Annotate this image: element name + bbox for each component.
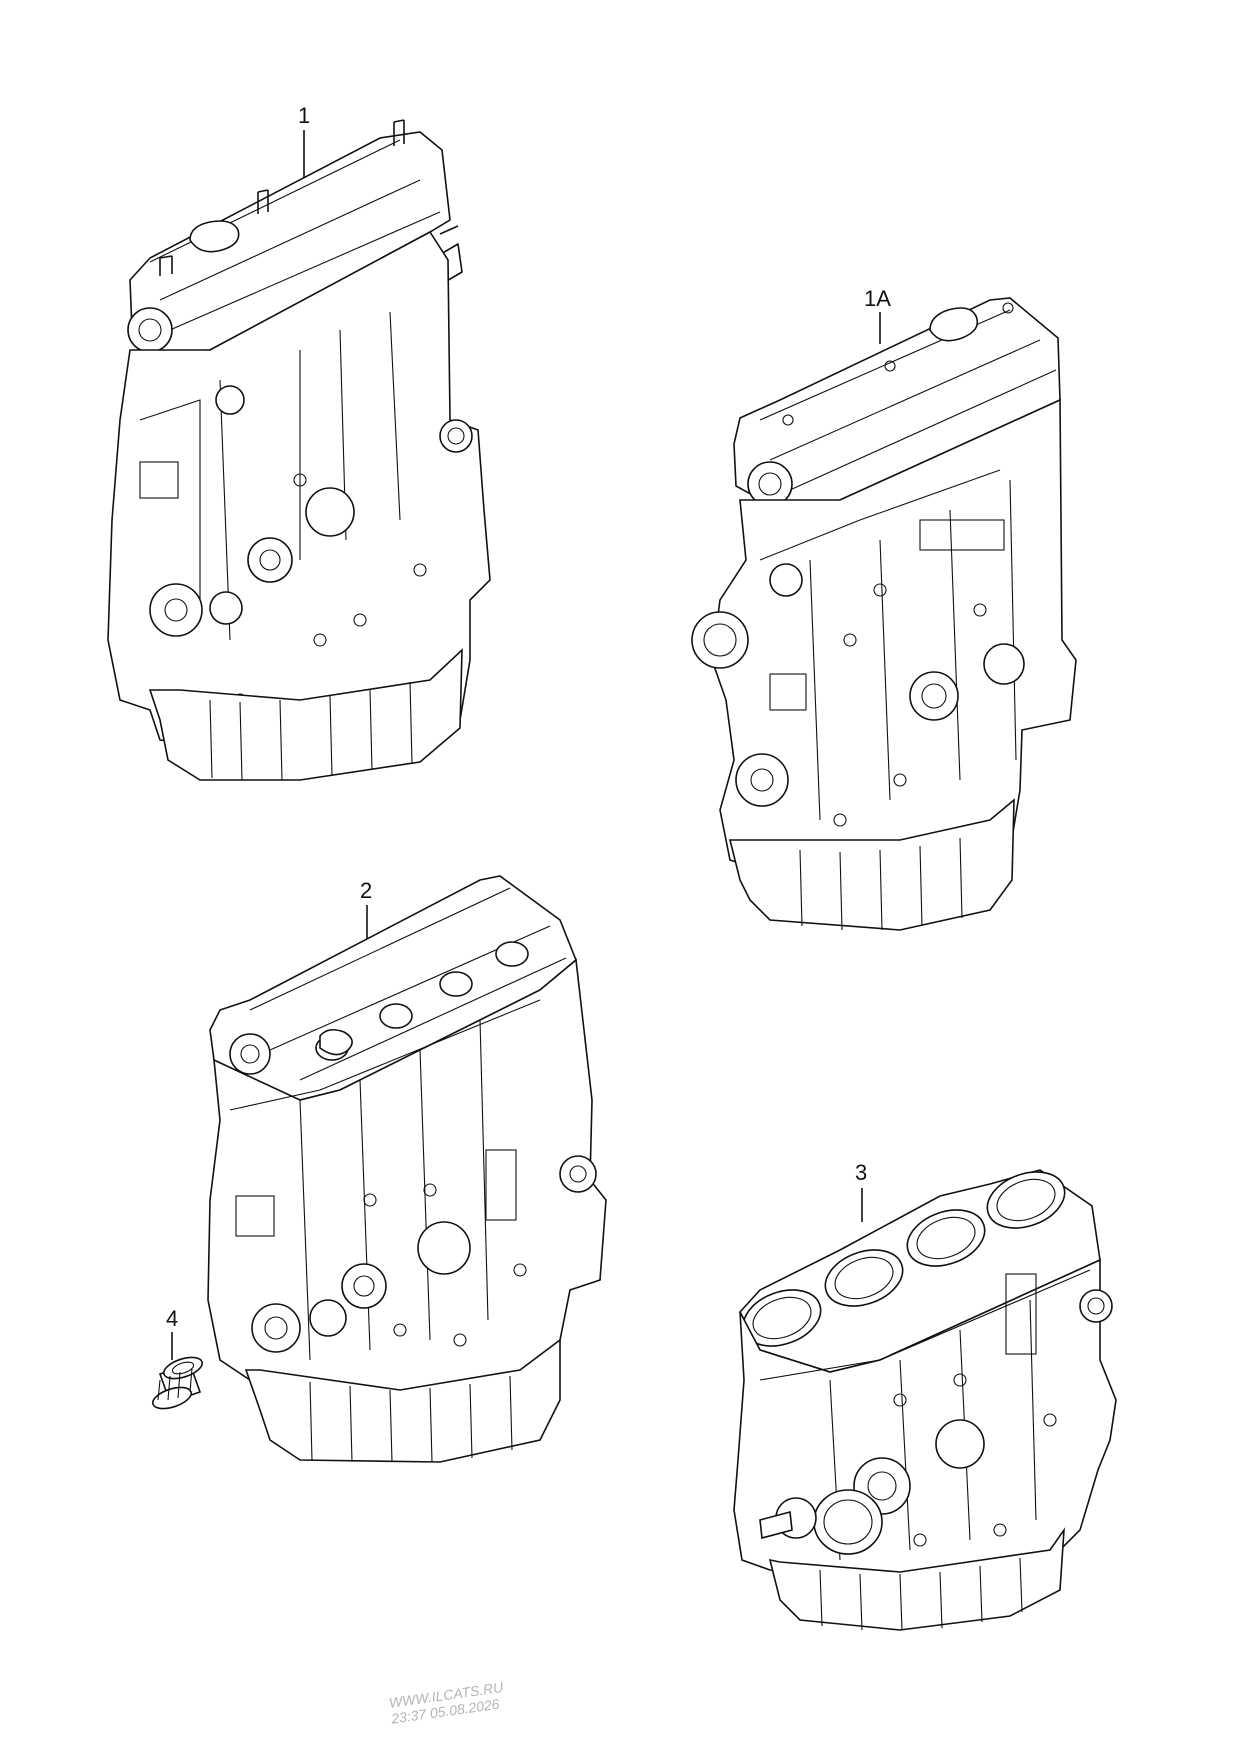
engine-1-illustration [107, 119, 491, 781]
callout-1: 1 [298, 103, 311, 128]
callout-3: 3 [855, 1160, 868, 1185]
callout-4: 4 [166, 1306, 179, 1331]
callout-2: 2 [360, 878, 373, 903]
part-4-illustration [151, 1332, 204, 1410]
engine-2-illustration [207, 875, 607, 1463]
engine-1a-illustration [691, 297, 1077, 931]
engine-3-illustration [733, 1169, 1117, 1631]
callout-1a: 1A [864, 286, 891, 311]
